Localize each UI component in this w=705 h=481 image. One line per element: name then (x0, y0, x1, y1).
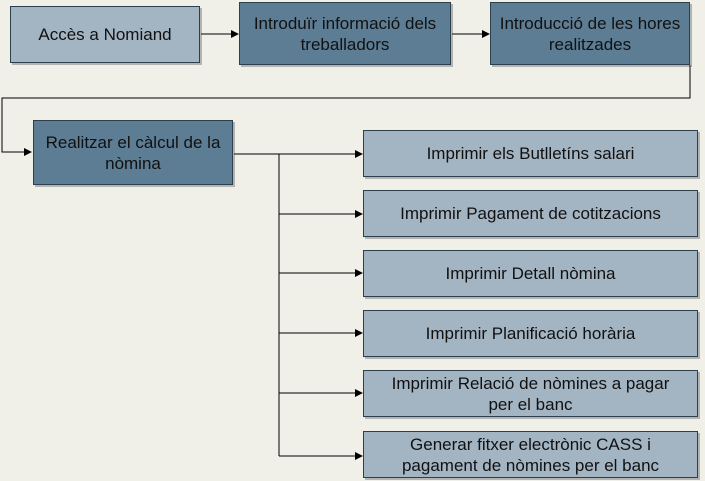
box-output-3-label: Imprimir Detall nòmina (445, 264, 616, 283)
box-output-4-label: Imprimir Planificació horària (425, 324, 636, 343)
box-acces-nomiand-label: Accès a Nomiand (38, 25, 172, 44)
box-output-4: Imprimir Planificació horària (363, 310, 698, 357)
box-output-6: Generar fitxer electrònic CASS i pagamen… (363, 431, 698, 478)
box-realitzar-calcul-label: Realitzar el càlcul de la nòmina (45, 132, 221, 173)
box-output-1: Imprimir els Butlletíns salari (363, 130, 698, 177)
box-output-6-label: Generar fitxer electrònic CASS i pagamen… (401, 434, 660, 475)
box-introduir-informacio: Introduïr informació dels treballadors (239, 2, 451, 65)
box-output-3: Imprimir Detall nòmina (363, 250, 698, 297)
box-output-1-label: Imprimir els Butlletíns salari (426, 144, 635, 163)
box-introduir-informacio-label: Introduïr informació dels treballadors (253, 13, 437, 54)
box-output-5-label: Imprimir Relació de nòmines a pagar per … (391, 373, 670, 414)
box-output-5: Imprimir Relació de nòmines a pagar per … (363, 370, 698, 417)
box-introduccio-hores-label: Introducció de les hores realitzades (499, 13, 681, 54)
box-output-2: Imprimir Pagament de cotitzacions (363, 190, 698, 237)
box-output-2-label: Imprimir Pagament de cotitzacions (400, 204, 661, 223)
box-realitzar-calcul: Realitzar el càlcul de la nòmina (33, 120, 233, 185)
box-introduccio-hores: Introducció de les hores realitzades (490, 2, 690, 65)
arrow-hores-to-calcul (1, 65, 691, 156)
box-acces-nomiand: Accès a Nomiand (10, 6, 200, 63)
